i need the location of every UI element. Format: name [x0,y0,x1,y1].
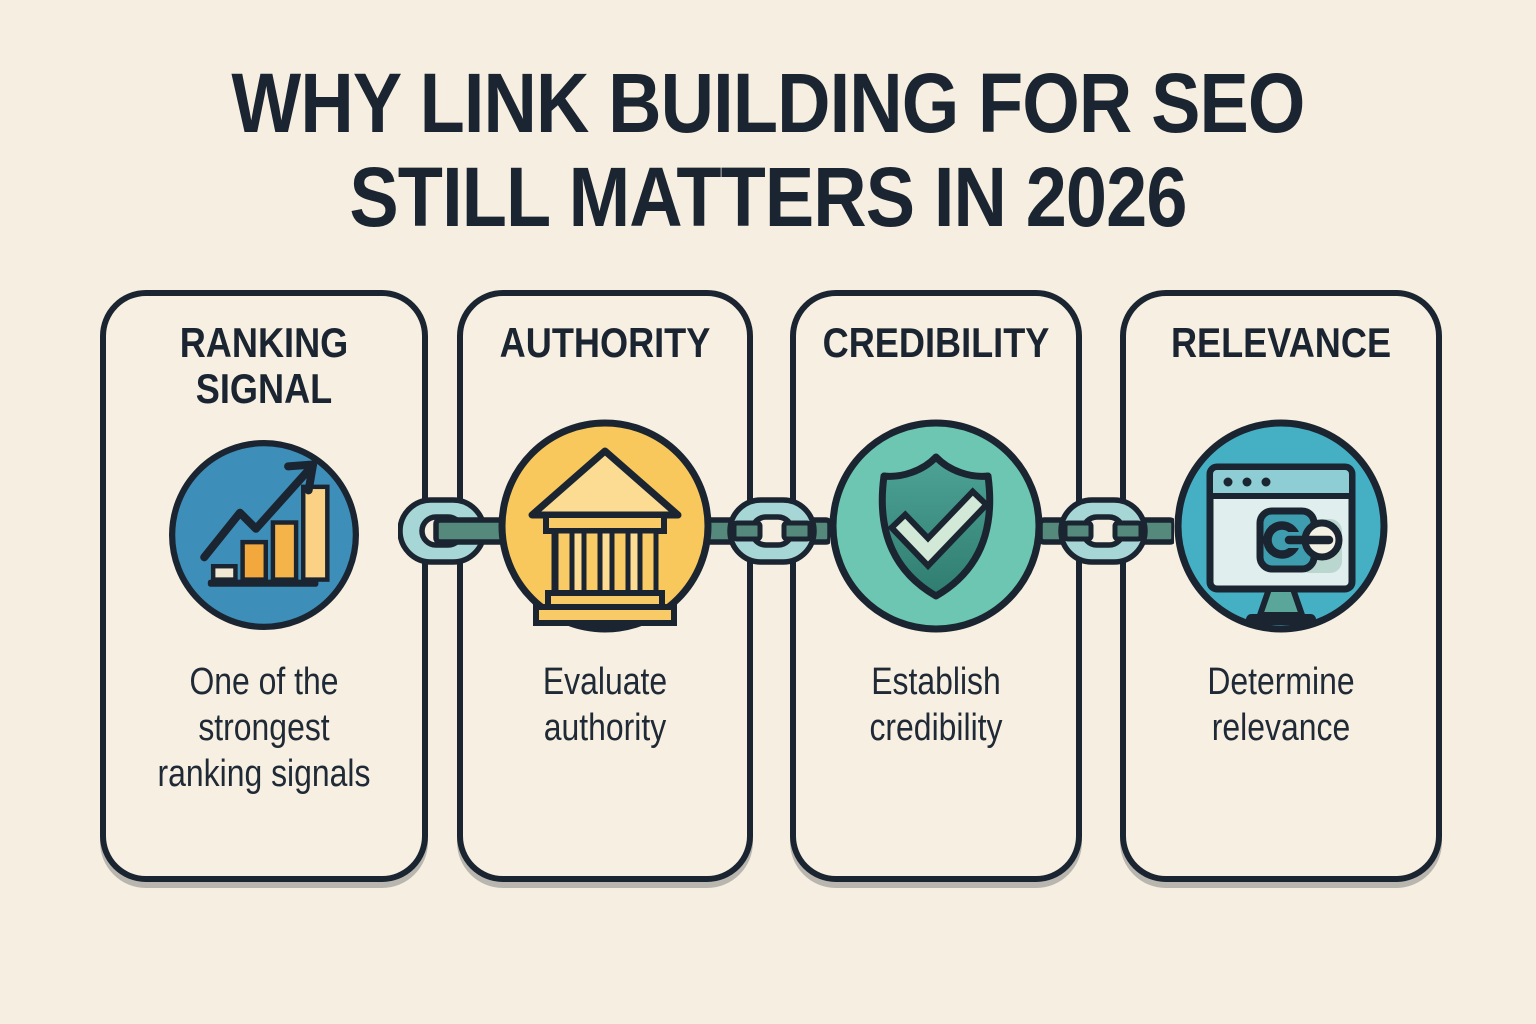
card-authority: AUTHORITY Evaluate authority [457,290,753,882]
growth-chart-icon [165,436,363,634]
browser-link-icon [1170,415,1392,637]
page-title: WHY LINK BUILDING FOR SEO STILL MATTERS … [92,56,1444,244]
title-line-2: STILL MATTERS IN 2026 [349,150,1187,245]
card-heading: RELEVANCE [1170,319,1392,366]
shield-check-icon [825,415,1047,637]
bank-icon [494,415,716,637]
card-heading: CREDIBILITY [822,319,1050,366]
card-heading: AUTHORITY [499,319,711,366]
card-description: Evaluate authority [542,661,668,749]
card-description: One of the strongest ranking signals [157,661,371,795]
card-description: Establish credibility [869,661,1003,749]
title-line-1: WHY LINK BUILDING FOR SEO [231,56,1305,150]
card-relevance: RELEVANCE Determine relevance [1120,290,1442,882]
chain-link-connector [706,497,830,565]
card-credibility: CREDIBILITY Establish credibility [790,290,1082,882]
card-heading: RANKING SIGNAL [179,319,349,413]
card-description: Determine relevance [1207,661,1355,749]
card-ranking-signal: RANKING SIGNAL One of the strongest rank… [100,290,428,882]
chain-link-connector [1040,497,1174,565]
chain-link-connector [398,497,510,565]
